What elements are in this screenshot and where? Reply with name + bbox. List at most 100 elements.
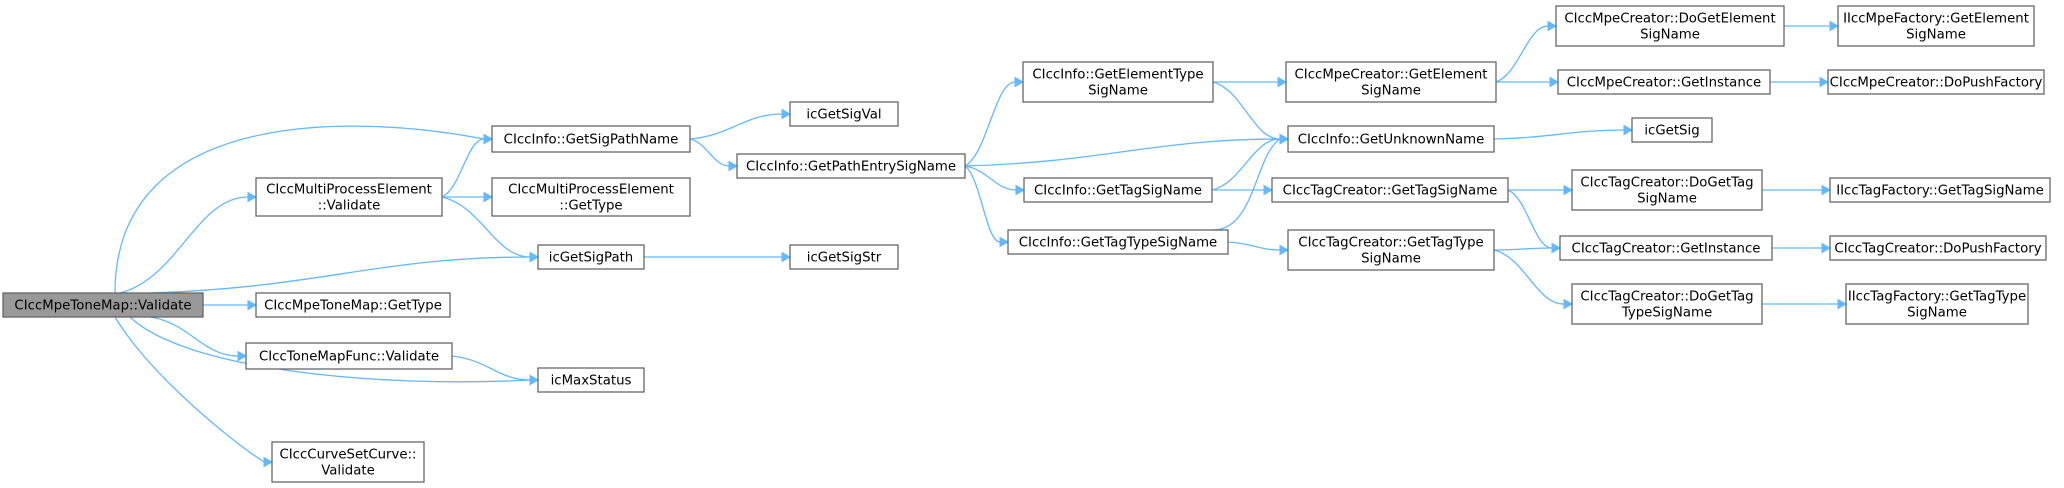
edge-get-sig-path-name-to-ic-get-sig-val <box>689 113 783 140</box>
edge-get-path-entry-sig-name-to-get-element-type-sig-name <box>964 81 1016 167</box>
node-label: CIccTagCreator::DoPushFactory <box>1834 242 2041 257</box>
arrowhead <box>781 108 792 120</box>
edge-tag-creator-get-tag-type-sig-name-to-tag-creator-get-instance <box>1493 247 1553 251</box>
node-box <box>245 342 453 370</box>
node-box <box>1023 177 1213 203</box>
edge-root-to-ic-get-sig-path <box>149 256 531 294</box>
node-label: Validate <box>321 464 375 479</box>
arrowhead <box>529 251 540 263</box>
node-get-path-entry-sig-name[interactable]: CIccInfo::GetPathEntrySigName <box>736 153 966 179</box>
node-mpe-validate[interactable]: CIccMultiProcessElement::Validate <box>255 177 443 217</box>
arrowhead <box>247 191 258 203</box>
node-get-tag-sig-name[interactable]: CIccInfo::GetTagSigName <box>1023 177 1213 203</box>
node-label: CIccInfo::GetTagTypeSigName <box>1019 236 1218 251</box>
node-label: CIccTagCreator::DoGetTag <box>1580 176 1753 191</box>
edge-tone-map-func-validate-to-ic-max-status <box>451 355 531 381</box>
node-label: SigName <box>1906 28 1966 43</box>
node-ic-get-sig-val[interactable]: icGetSigVal <box>789 101 899 127</box>
node-get-tag-type-sig-name[interactable]: CIccInfo::GetTagTypeSigName <box>1007 229 1229 255</box>
node-label: CIccCurveSetCurve:: <box>279 448 416 463</box>
node-tone-map-get-type[interactable]: CIccMpeToneMap::GetType <box>255 292 451 318</box>
node-label: SigName <box>1907 306 1967 321</box>
arrowhead <box>999 236 1010 248</box>
node-tag-creator-get-tag-type-sig-name[interactable]: CIccTagCreator::GetTagTypeSigName <box>1287 229 1495 271</box>
node-label: icGetSigStr <box>807 251 882 266</box>
node-label: CIccMpeToneMap::Validate <box>14 299 191 314</box>
node-box <box>1285 61 1497 103</box>
arrowhead <box>1563 298 1574 310</box>
node-label: CIccMpeCreator::DoPushFactory <box>1830 76 2043 91</box>
arrowhead <box>1623 124 1634 136</box>
node-label: SigName <box>1640 28 1700 43</box>
edge-get-element-type-sig-name-to-get-unknown-name <box>1212 81 1281 140</box>
node-mpe-creator-get-instance[interactable]: CIccMpeCreator::GetInstance <box>1557 69 1771 95</box>
node-box <box>1271 177 1509 203</box>
arrowhead <box>1821 184 1832 196</box>
node-box <box>1827 69 2045 95</box>
node-get-unknown-name[interactable]: CIccInfo::GetUnknownName <box>1287 125 1495 153</box>
node-mpe-creator-do-push-factory[interactable]: CIccMpeCreator::DoPushFactory <box>1827 69 2045 95</box>
node-box <box>1287 229 1495 271</box>
node-box <box>789 101 899 127</box>
node-box <box>2 292 204 318</box>
node-tag-factory-get-tag-sig-name[interactable]: IIccTagFactory::GetTagSigName <box>1829 177 2051 203</box>
node-label: CIccMpeCreator::GetInstance <box>1567 76 1762 91</box>
edge-get-unknown-name-to-ic-get-sig <box>1493 129 1625 140</box>
node-label: CIccTagCreator::DoGetTag <box>1580 290 1753 305</box>
node-box <box>537 367 645 393</box>
node-box <box>491 125 691 153</box>
node-label: CIccTagCreator::GetTagType <box>1298 236 1483 251</box>
node-root[interactable]: CIccMpeToneMap::Validate <box>2 292 204 318</box>
node-label: CIccInfo::GetPathEntrySigName <box>746 160 956 175</box>
node-label: IIccTagFactory::GetTagSigName <box>1836 184 2044 199</box>
node-tag-creator-do-push-factory[interactable]: CIccTagCreator::DoPushFactory <box>1829 235 2047 261</box>
node-label: icGetSigVal <box>806 108 881 123</box>
node-ic-get-sig[interactable]: icGetSig <box>1631 117 1713 143</box>
edge-get-tag-sig-name-to-get-unknown-name <box>1211 138 1281 191</box>
node-mpe-get-type[interactable]: CIccMultiProcessElement::GetType <box>491 177 691 217</box>
node-tag-factory-get-tag-type-sig-name[interactable]: IIccTagFactory::GetTagTypeSigName <box>1845 283 2029 325</box>
arrowhead <box>1015 184 1026 196</box>
node-get-sig-path-name[interactable]: CIccInfo::GetSigPathName <box>491 125 691 153</box>
edge-tag-creator-get-tag-type-sig-name-to-tag-creator-do-get-tag-type-sig-name <box>1493 249 1565 305</box>
edge-mpe-validate-to-get-sig-path-name <box>441 138 485 198</box>
node-box <box>1559 235 1773 261</box>
arrowhead <box>1551 242 1562 254</box>
node-box <box>255 292 451 318</box>
node-box <box>271 441 425 483</box>
node-tag-creator-get-instance[interactable]: CIccTagCreator::GetInstance <box>1559 235 1773 261</box>
node-label: TypeSigName <box>1621 306 1712 321</box>
node-label: CIccInfo::GetSigPathName <box>504 133 679 148</box>
node-box <box>1571 169 1763 211</box>
node-label: SigName <box>1361 252 1421 267</box>
arrowhead <box>781 251 792 263</box>
node-tag-creator-get-tag-sig-name[interactable]: CIccTagCreator::GetTagSigName <box>1271 177 1509 203</box>
arrowhead <box>1837 298 1848 310</box>
node-box <box>736 153 966 179</box>
node-ic-max-status[interactable]: icMaxStatus <box>537 367 645 393</box>
node-box <box>1631 117 1713 143</box>
node-tone-map-func-validate[interactable]: CIccToneMapFunc::Validate <box>245 342 453 370</box>
node-box <box>1287 125 1495 153</box>
node-label: CIccToneMapFunc::Validate <box>259 350 439 365</box>
edge-mpe-validate-to-ic-get-sig-path <box>441 196 531 258</box>
edge-root-to-tone-map-func-validate <box>149 316 239 357</box>
edge-tag-creator-get-tag-sig-name-to-tag-creator-get-instance <box>1507 189 1553 249</box>
node-label: IIccTagFactory::GetTagType <box>1848 290 2026 305</box>
node-label: CIccMpeCreator::DoGetElement <box>1564 12 1775 27</box>
node-label: CIccInfo::GetElementType <box>1032 68 1203 83</box>
node-ic-get-sig-path[interactable]: icGetSigPath <box>537 244 645 270</box>
arrowhead <box>483 191 494 203</box>
node-curve-set-validate[interactable]: CIccCurveSetCurve::Validate <box>271 441 425 483</box>
node-ic-get-sig-str[interactable]: icGetSigStr <box>789 244 899 270</box>
node-label: CIccTagCreator::GetInstance <box>1572 242 1761 257</box>
node-label: IIccMpeFactory::GetElement <box>1843 12 2029 27</box>
node-label: CIccMpeToneMap::GetType <box>264 299 442 314</box>
node-box <box>1007 229 1229 255</box>
